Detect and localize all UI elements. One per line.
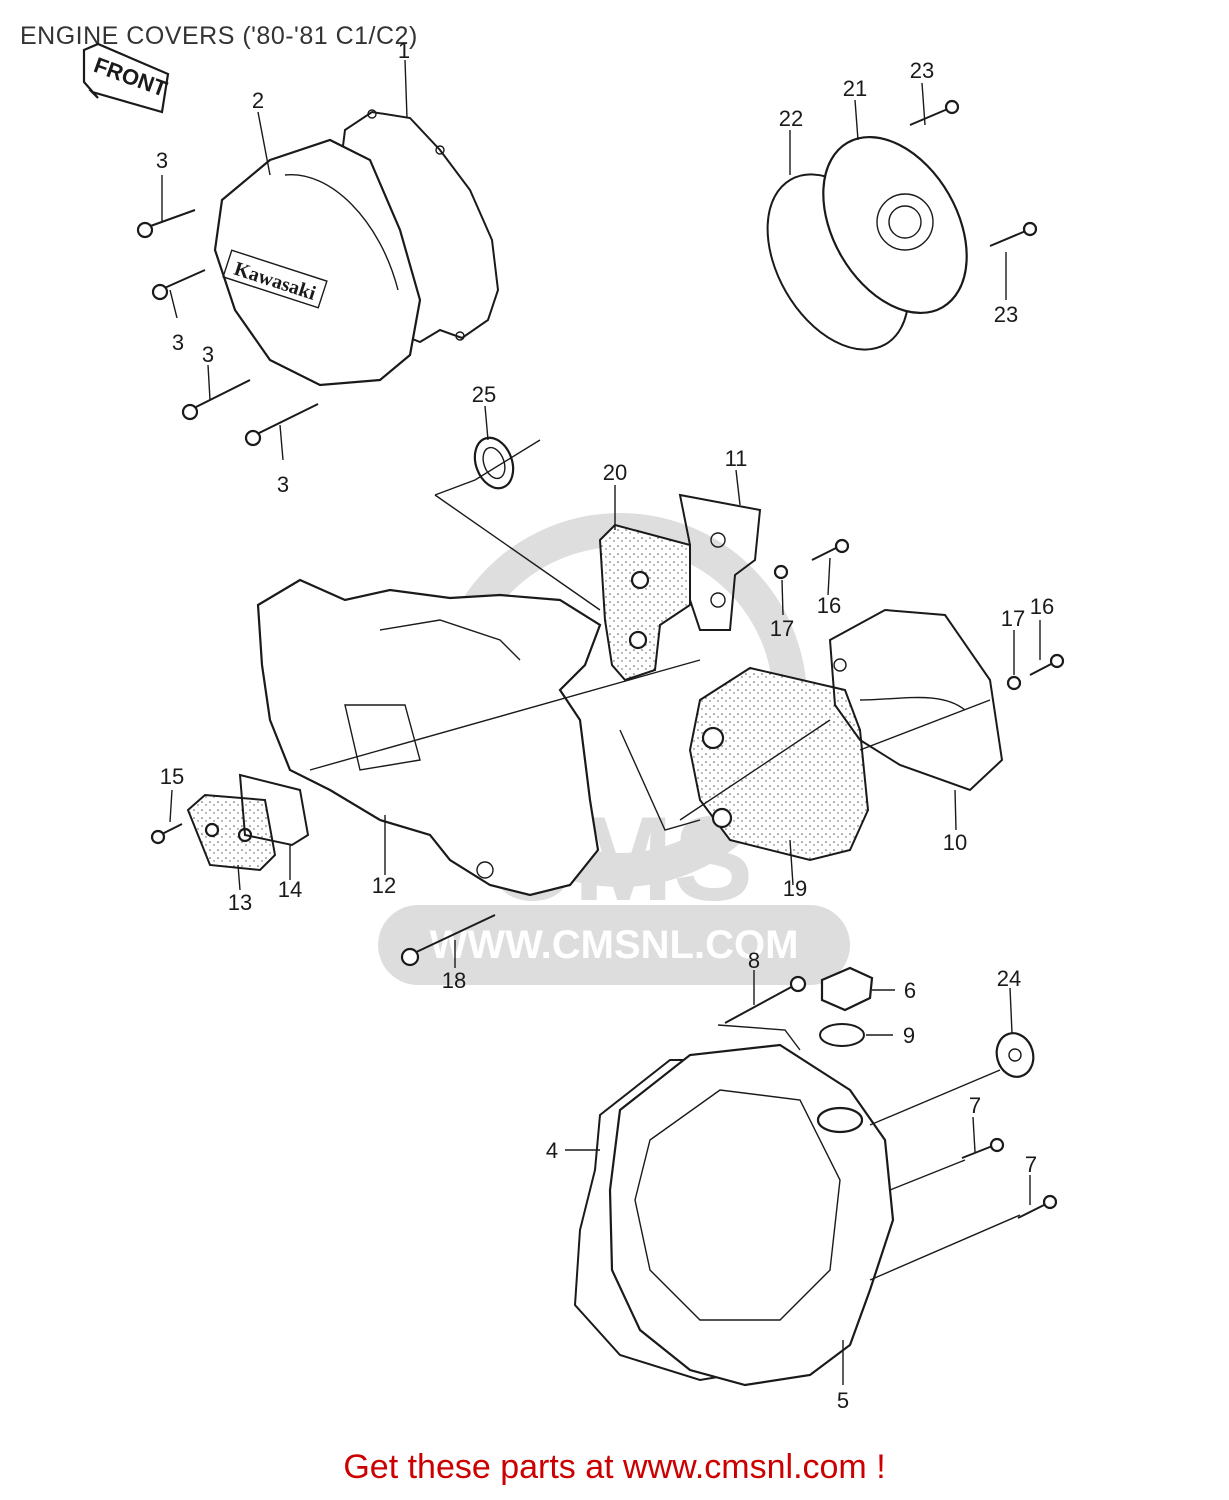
callout-20: 20 bbox=[603, 460, 627, 485]
callout-11: 11 bbox=[725, 446, 748, 471]
callout-4: 4 bbox=[546, 1138, 558, 1163]
watermark-url: WWW.CMSNL.COM bbox=[430, 923, 799, 967]
callout-3c: 3 bbox=[202, 342, 214, 367]
part-5-clutch-cover bbox=[608, 1043, 895, 1387]
callout-3b: 3 bbox=[172, 330, 184, 355]
part-8-bolt bbox=[724, 975, 807, 1024]
part-3-screws bbox=[136, 209, 319, 447]
part-9-oring bbox=[819, 1023, 865, 1047]
callout-15: 15 bbox=[160, 764, 184, 789]
part-21-22-cover-and-gasket bbox=[766, 135, 968, 351]
callout-24: 24 bbox=[997, 966, 1021, 991]
part-18-bolt bbox=[400, 914, 496, 967]
callout-numbers: 1 2 3 3 3 3 4 5 6 7 7 8 9 10 11 12 13 14… bbox=[156, 38, 1054, 1413]
callout-22: 22 bbox=[779, 106, 803, 131]
callout-16a: 16 bbox=[817, 593, 841, 618]
part-19-cover bbox=[688, 666, 870, 862]
part-16-17-bolts bbox=[773, 538, 1065, 691]
part-11-gasket bbox=[678, 493, 762, 631]
callout-23b: 23 bbox=[994, 302, 1018, 327]
callout-17a: 17 bbox=[770, 616, 794, 641]
part-12-cover bbox=[256, 578, 602, 897]
front-arrow-icon: FRONT bbox=[82, 42, 171, 114]
callout-19: 19 bbox=[783, 876, 807, 901]
part-20-bracket bbox=[598, 523, 691, 682]
diagram-title: ENGINE COVERS ('80-'81 C1/C2) bbox=[20, 22, 418, 50]
callout-14: 14 bbox=[278, 877, 302, 902]
callout-23a: 23 bbox=[910, 58, 934, 83]
callout-7a: 7 bbox=[969, 1093, 981, 1118]
callout-8: 8 bbox=[748, 948, 760, 973]
callout-7b: 7 bbox=[1025, 1152, 1037, 1177]
callout-3d: 3 bbox=[277, 472, 289, 497]
callout-6: 6 bbox=[904, 978, 916, 1003]
part-23-screws bbox=[909, 99, 1038, 247]
callout-13: 13 bbox=[228, 890, 252, 915]
part-10-cover bbox=[828, 608, 1004, 792]
part-24-grommet bbox=[995, 1032, 1035, 1078]
footer-promo: Get these parts at www.cmsnl.com ! bbox=[0, 1448, 1229, 1487]
part-7-screws bbox=[961, 1137, 1058, 1219]
callout-16b: 16 bbox=[1030, 594, 1054, 619]
leader-lines bbox=[161, 59, 1041, 1385]
callout-3a: 3 bbox=[156, 148, 168, 173]
callout-1: 1 bbox=[398, 38, 410, 63]
exploded-parts-diagram: CMS WWW.CMSNL.COM FRONT Kawasaki bbox=[82, 38, 1065, 1413]
footer-link[interactable]: Get these parts at www.cmsnl.com ! bbox=[343, 1448, 886, 1486]
part-25-seal bbox=[473, 436, 515, 490]
callout-17b: 17 bbox=[1001, 606, 1025, 631]
callout-18: 18 bbox=[442, 968, 466, 993]
callout-25: 25 bbox=[472, 382, 496, 407]
callout-2: 2 bbox=[252, 88, 264, 113]
callout-21: 21 bbox=[843, 76, 867, 101]
part-13-14-plate bbox=[150, 773, 310, 872]
part-6-cap bbox=[820, 966, 874, 1012]
callout-10: 10 bbox=[943, 830, 967, 855]
part-2-alternator-cover: Kawasaki bbox=[213, 138, 422, 387]
callout-12: 12 bbox=[372, 873, 396, 898]
callout-5: 5 bbox=[837, 1388, 849, 1413]
callout-9: 9 bbox=[903, 1023, 915, 1048]
